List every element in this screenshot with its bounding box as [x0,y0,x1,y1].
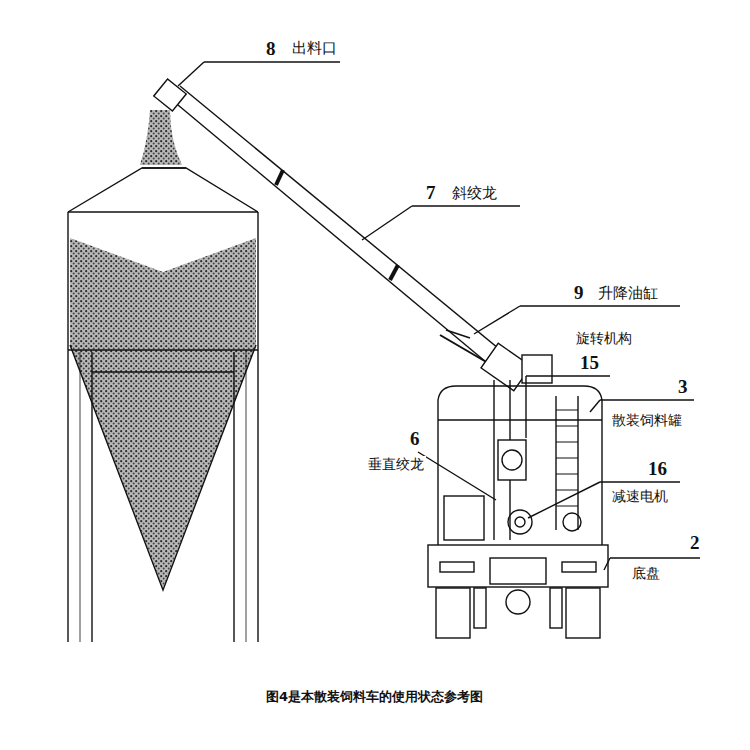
callout-number: 2 [688,532,702,554]
part-name: 出料口 [290,40,339,57]
part-name: 减速电机 [610,488,670,504]
callout-number: 15 [578,352,601,374]
part-name: 升降油缸 [596,285,660,302]
callout-number: 16 [646,458,669,480]
figure-caption: 图4是本散装饲料车的使用状态参考图 [264,690,485,705]
part-name: 旋转机构 [574,330,634,346]
callout-number: 9 [572,282,586,304]
part-name: 垂直绞龙 [366,456,426,472]
callout-number: 8 [264,38,278,60]
callout-number: 6 [408,428,422,450]
part-name: 散装饲料罐 [610,412,684,428]
part-name: 斜绞龙 [450,185,499,202]
callout-number: 3 [676,376,690,398]
part-name: 底盘 [630,565,662,581]
callout-number: 7 [424,182,438,204]
